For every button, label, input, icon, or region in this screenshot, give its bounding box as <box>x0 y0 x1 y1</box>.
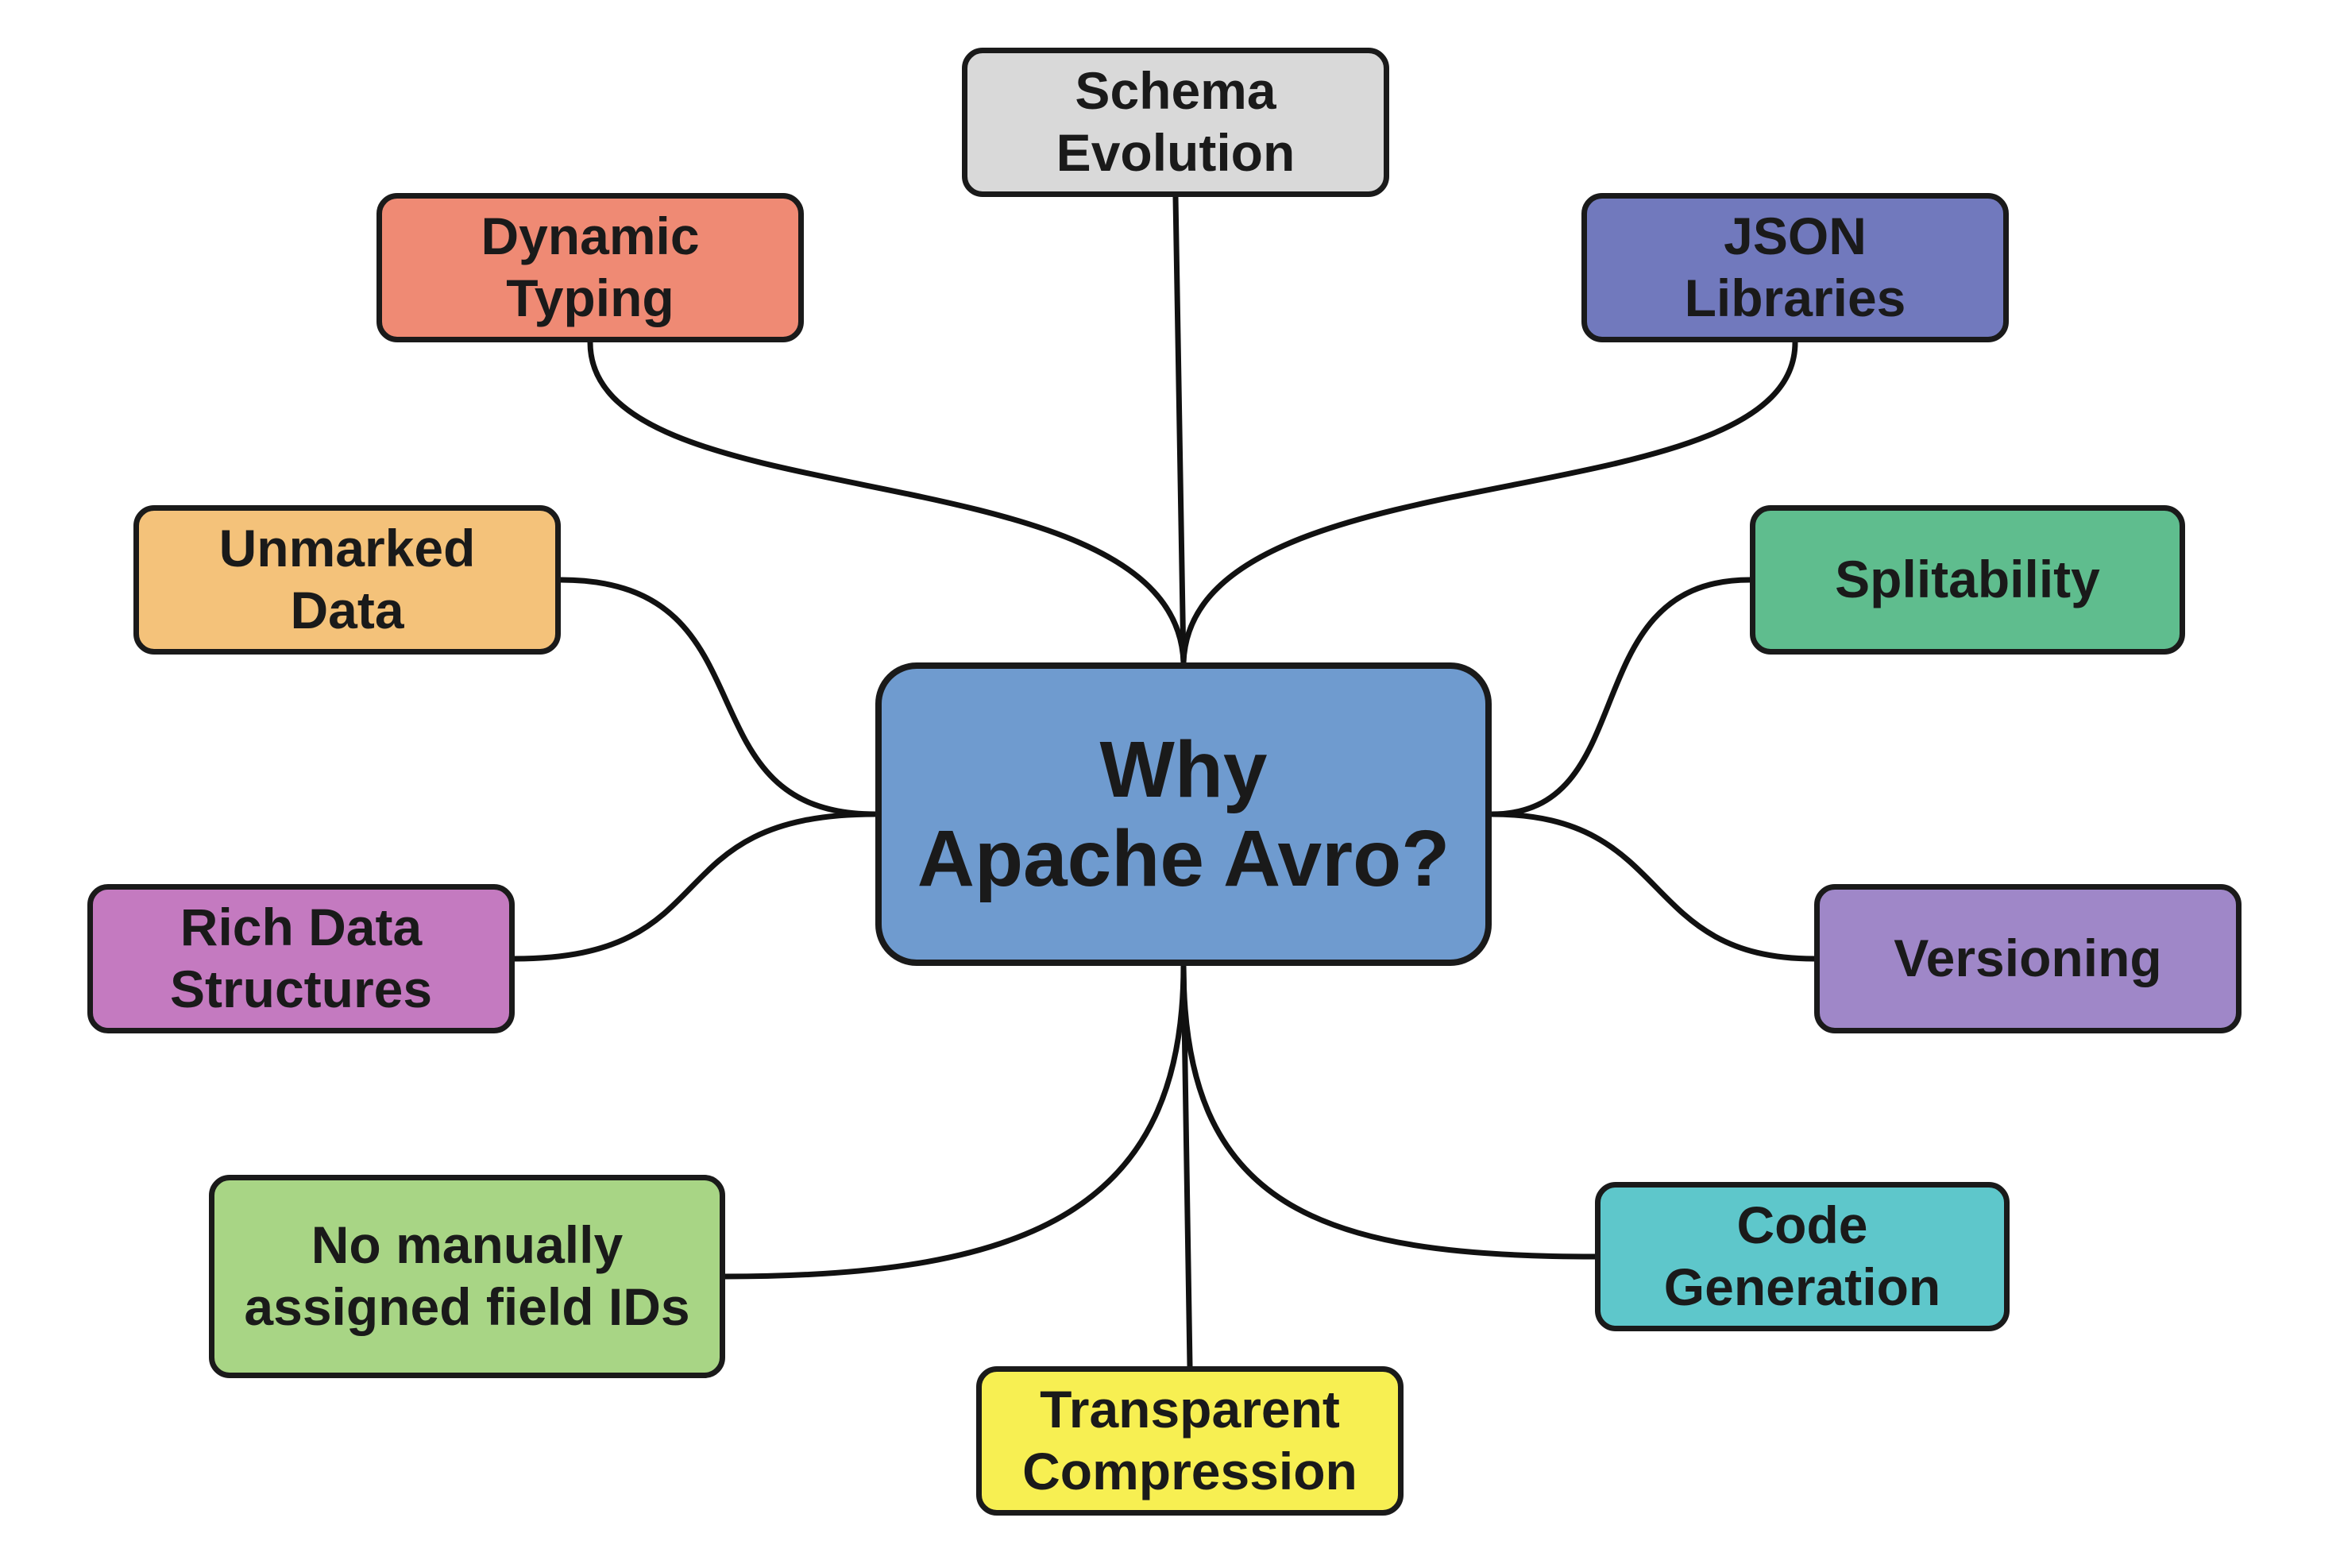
branch-node-rich-data-structures: Rich Data Structures <box>87 884 515 1033</box>
center-node-label: Why Apache Avro? <box>917 725 1450 903</box>
connector-unmarked <box>558 577 878 817</box>
connector-dynamic <box>587 339 1187 666</box>
branch-node-splitability: Splitability <box>1750 505 2185 655</box>
branch-label: Dynamic Typing <box>481 207 700 327</box>
branch-label: Splitability <box>1835 550 2100 609</box>
branch-node-schema-evolution: Schema Evolution <box>962 48 1389 197</box>
branch-label: Rich Data Structures <box>169 898 433 1018</box>
branch-node-json-libraries: JSON Libraries <box>1581 193 2009 342</box>
branch-label: Versioning <box>1894 929 2162 988</box>
branch-label: Schema Evolution <box>1056 61 1295 182</box>
center-node-why-apache-avro: Why Apache Avro? <box>875 662 1492 966</box>
branch-label: Code Generation <box>1663 1195 1941 1316</box>
branch-node-versioning: Versioning <box>1814 884 2242 1033</box>
branch-node-dynamic-typing: Dynamic Typing <box>376 193 804 342</box>
branch-label: Transparent Compression <box>1022 1380 1357 1500</box>
connector-versioning <box>1489 811 1817 962</box>
connector-rich <box>512 811 878 962</box>
connector-transparent <box>1180 963 1193 1369</box>
connector-schema <box>1172 194 1187 666</box>
branch-label: No manually assigned field IDs <box>244 1215 690 1336</box>
branch-label: JSON Libraries <box>1684 207 1906 327</box>
connector-json <box>1180 339 1798 666</box>
branch-node-code-generation: Code Generation <box>1595 1182 2010 1331</box>
connector-nomanual <box>722 963 1187 1280</box>
branch-node-transparent-compression: Transparent Compression <box>976 1366 1404 1516</box>
connector-code <box>1180 963 1598 1260</box>
connector-splitability <box>1489 577 1753 817</box>
branch-node-unmarked-data: Unmarked Data <box>133 505 561 655</box>
branch-node-no-manually-assigned-field-ids: No manually assigned field IDs <box>209 1175 725 1378</box>
branch-label: Unmarked Data <box>218 519 476 639</box>
